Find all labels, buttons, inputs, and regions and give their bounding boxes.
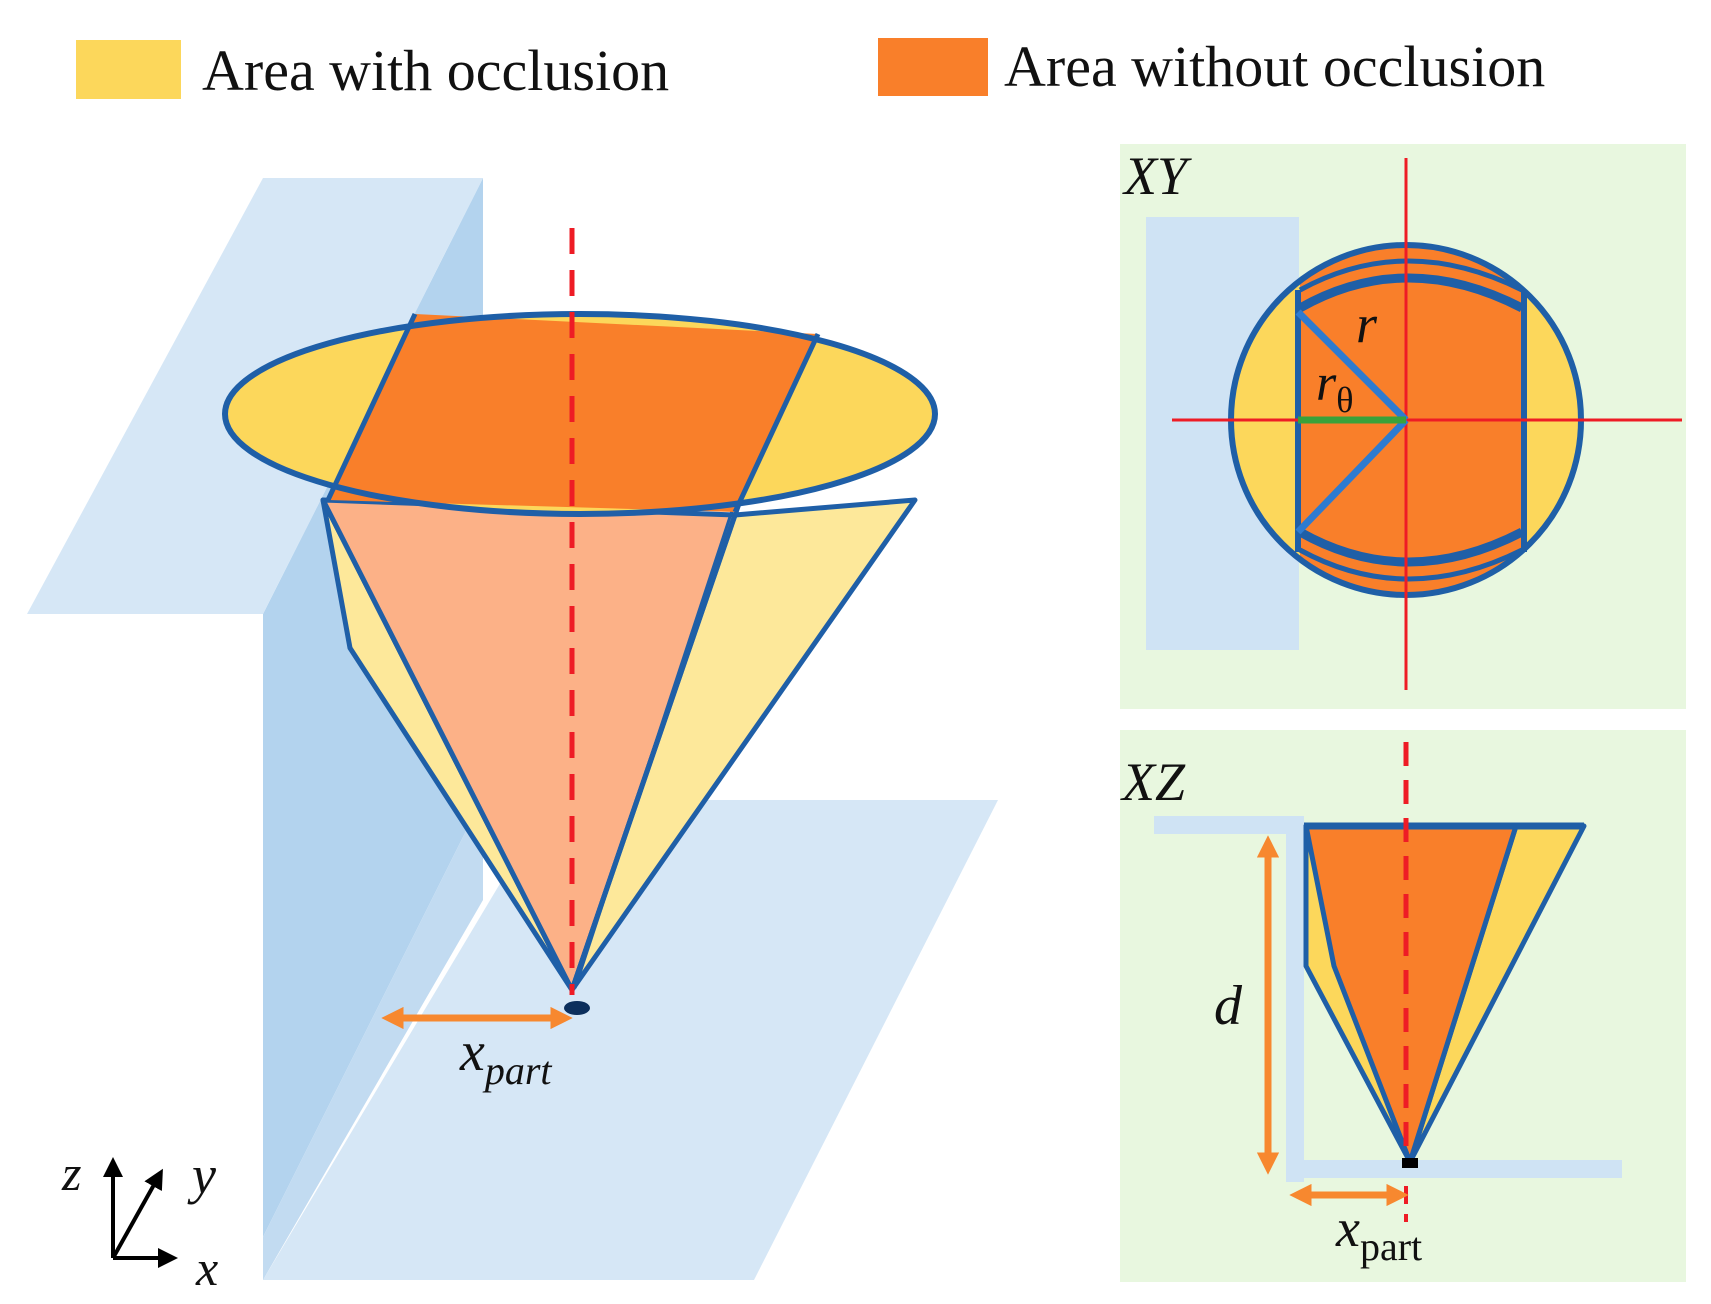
legend-label-occluded: Area with occlusion — [202, 38, 669, 103]
apex-point — [564, 1001, 590, 1015]
xy-radius-upper — [1295, 309, 1409, 423]
xy-title: XY — [1122, 146, 1192, 206]
cone — [222, 311, 938, 993]
xy-panel: XY r rθ — [1120, 144, 1686, 709]
wall-foot — [263, 797, 483, 1280]
legend-swatch-occluded — [76, 40, 181, 99]
legend-label-unoccluded: Area without occlusion — [1004, 34, 1545, 99]
cone-top-right-chord — [732, 332, 821, 514]
lower-plane — [263, 800, 998, 1280]
xz-panel: d xpart XZ — [1120, 730, 1686, 1282]
xy-bottom-arc-2 — [1298, 547, 1524, 582]
legend-item-occluded: Area with occlusion — [76, 38, 669, 103]
xy-r-theta-label: rθ — [1316, 355, 1354, 420]
xy-bottom-arc — [1297, 528, 1525, 567]
xz-top-wall — [1154, 816, 1304, 834]
legend-swatch-unoccluded — [878, 38, 988, 96]
xz-floor — [1286, 1160, 1622, 1178]
y-axis-label: y — [187, 1145, 216, 1205]
xz-apex-point — [1402, 1158, 1418, 1168]
z-axis-label: z — [61, 1145, 81, 1201]
xz-vertical-wall — [1286, 834, 1304, 1182]
cone-top-left-chord — [325, 312, 418, 502]
xy-top-arc-2 — [1298, 258, 1524, 293]
xz-d-label: d — [1214, 975, 1243, 1037]
xy-r-label: r — [1356, 294, 1378, 354]
y-axis-arrow — [111, 1168, 163, 1259]
main-3d-view: xpart z y x — [27, 178, 998, 1296]
xy-radius-lower — [1295, 417, 1409, 535]
x-part-label: xpart — [459, 1021, 552, 1093]
axes-glyph: z y x — [61, 1145, 218, 1296]
cone-top-ellipse-outline — [222, 311, 938, 517]
legend-item-unoccluded: Area without occlusion — [878, 34, 1545, 99]
xz-x-part-label: xpart — [1335, 1198, 1422, 1269]
x-axis-label: x — [195, 1240, 218, 1296]
legend: Area with occlusion Area without occlusi… — [76, 34, 1545, 103]
xy-top-arc — [1297, 273, 1525, 312]
xz-title: XZ — [1120, 752, 1186, 812]
